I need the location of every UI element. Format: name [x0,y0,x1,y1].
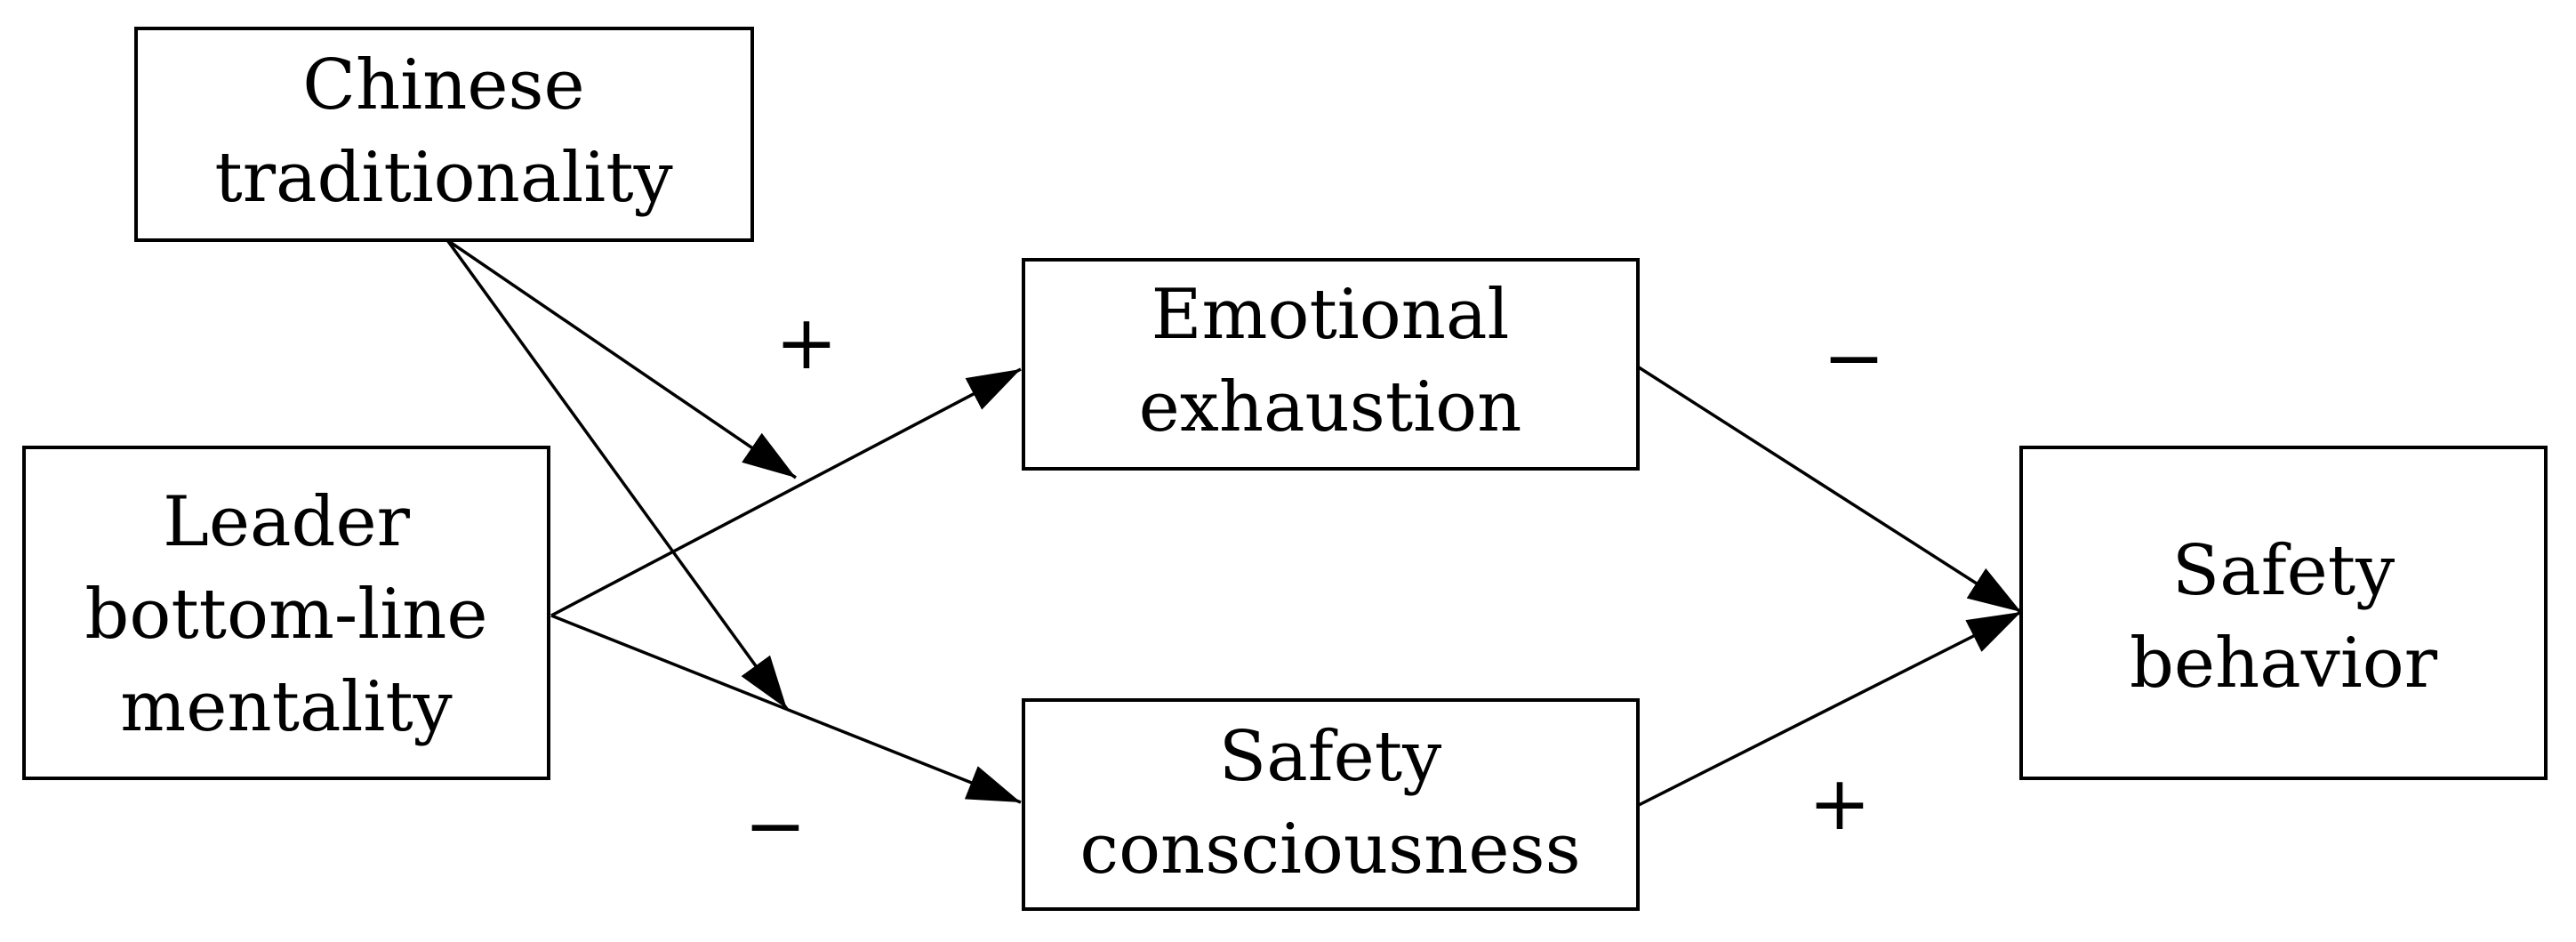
node-safety-consciousness-line-2: consciousness [1079,809,1580,890]
node-safety-behavior-line-2: behavior [2130,624,2438,704]
node-leader-line-3: mentality [120,667,453,747]
edge-moderator-to-lower-path [445,238,789,711]
node-chinese-traditionality-line-1: Chinese [302,45,584,125]
node-chinese-traditionality: Chinese traditionality [134,27,754,242]
edge-consciousness-to-behavior [1638,610,2022,807]
sign-consciousness-to-behavior: + [1809,760,1871,847]
node-safety-behavior-line-1: Safety [2172,531,2395,611]
edge-moderator-to-upper-path [446,238,797,479]
node-leader-line-2: bottom-line [84,575,487,655]
node-emotional-exhaustion-line-2: exhaustion [1139,367,1522,447]
node-leader-line-1: Leader [163,482,411,562]
node-emotional-exhaustion-line-1: Emotional [1152,275,1510,355]
node-safety-behavior: Safety behavior [2019,446,2548,780]
sign-exhaustion-to-behavior: − [1823,314,1885,401]
node-emotional-exhaustion: Emotional exhaustion [1022,258,1640,471]
node-chinese-traditionality-line-2: traditionality [214,138,672,218]
node-safety-consciousness-line-1: Safety [1219,717,1441,797]
node-leader-bottom-line-mentality: Leader bottom-line mentality [22,446,550,780]
edge-exhaustion-to-behavior [1638,366,2022,614]
edge-leader-to-exhaustion [550,367,1022,617]
sign-leader-to-exhaustion: + [775,299,838,386]
sign-leader-to-consciousness: − [744,782,807,869]
node-safety-consciousness: Safety consciousness [1022,698,1640,911]
